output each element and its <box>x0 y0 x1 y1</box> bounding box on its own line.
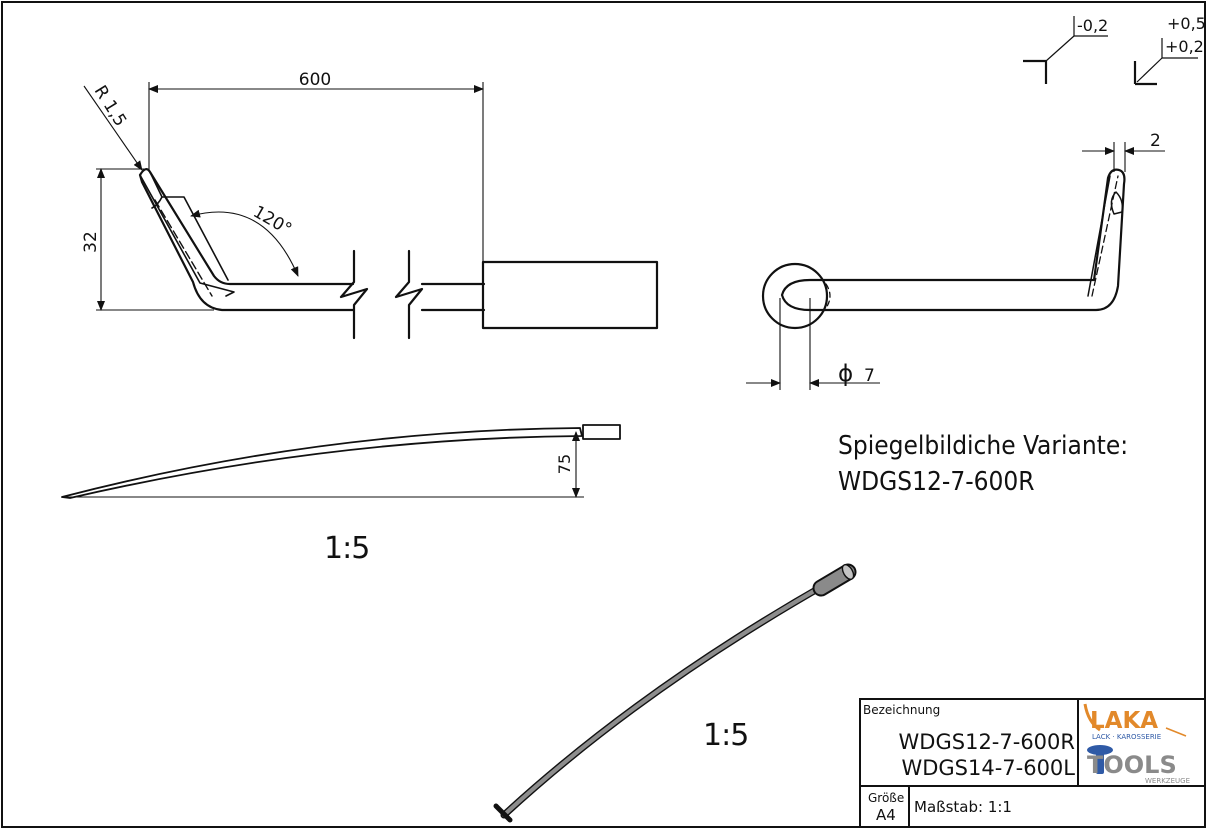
company-logo: LAKA LACK · KAROSSERIE TOOLS WERKZEUGE <box>1083 703 1190 785</box>
tolerance-upper-a: +0,5 <box>1167 14 1206 33</box>
dimension-diameter: 7 <box>864 366 875 386</box>
logo-brand-bottom: TOOLS <box>1087 751 1177 779</box>
tolerance-lower: -0,2 <box>1077 16 1108 35</box>
tolerance-upper-b: +0,2 <box>1165 37 1204 56</box>
iso-scale-label: 1:5 <box>703 718 748 753</box>
isometric-view <box>493 563 857 823</box>
logo-brand-top-sub: LACK · KAROSSERIE <box>1092 733 1161 741</box>
logo-brand-bottom-sub: WERKZEUGE <box>1145 777 1190 785</box>
logo-pin-icon <box>1087 745 1113 774</box>
variant-note-code: WDGS12-7-600R <box>838 467 1035 497</box>
designation-label: Bezeichnung <box>863 703 940 717</box>
tolerance-symbol-upper <box>1133 38 1198 86</box>
variant-note-title: Spiegelbildiche Variante: <box>838 431 1128 461</box>
front-view <box>138 168 659 340</box>
side-view-dimensions <box>746 142 1165 390</box>
part-number-2: WDGS14-7-600L <box>901 756 1075 780</box>
front-view-dimensions <box>83 82 484 311</box>
part-number-1: WDGS12-7-600R <box>899 730 1075 754</box>
side-view <box>761 168 1126 330</box>
top-view-dimensions <box>62 431 584 498</box>
logo-swoosh-icon <box>1083 703 1101 732</box>
dimension-angle: 120° <box>250 202 295 240</box>
view-scale-label: 1:5 <box>324 531 369 566</box>
size-label: Größe <box>868 791 904 805</box>
diameter-symbol: ϕ <box>838 361 853 387</box>
size-value: A4 <box>876 806 896 824</box>
scale-label: Maßstab: 1:1 <box>914 798 1012 816</box>
title-block <box>859 698 1206 828</box>
dimension-thickness: 2 <box>1150 131 1161 151</box>
dimension-curve-height: 75 <box>555 454 574 474</box>
logo-brand-top: LAKA <box>1090 708 1158 734</box>
top-view <box>61 424 621 499</box>
dimension-length: 600 <box>299 70 331 90</box>
tolerance-symbol-lower <box>1023 16 1108 84</box>
dimension-radius: R 1,5 <box>90 82 130 130</box>
dimension-height: 32 <box>81 231 101 253</box>
